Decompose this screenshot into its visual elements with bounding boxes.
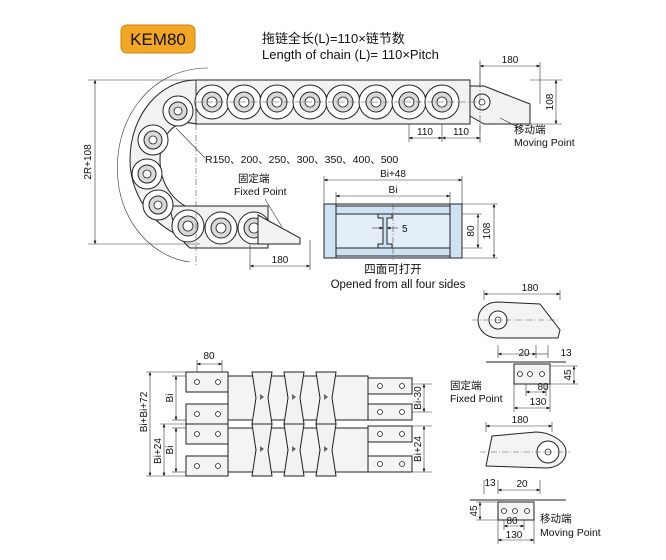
lower-link-row <box>171 209 271 245</box>
fixed-end-bracket <box>257 214 301 245</box>
moving-end-length-dim: 180 <box>479 55 541 104</box>
right-bottom-plate <box>367 455 413 473</box>
open-sides-en: Opened from all four sides <box>331 279 466 291</box>
top-span-label: 80 <box>203 351 215 362</box>
left-upper-plate <box>185 371 229 393</box>
radius-list: R150、200、250、300、350、400、500 <box>205 154 398 166</box>
moving-end-len-value: 180 <box>502 55 519 66</box>
moving-d80: 80 <box>506 516 518 527</box>
moving-bracket-detail: 180 13 20 45 80 130 移动端 Moving Point <box>469 415 601 544</box>
upper-bi-label: Bi <box>165 394 176 403</box>
inner-width-label: Bi <box>389 185 398 196</box>
bend-link-row <box>131 95 194 221</box>
web-width-label: 5 <box>402 224 408 235</box>
pitch-dimension: 110 110 <box>408 124 481 142</box>
fixed-bracket-detail: 180 20 13 45 80 130 固定端 Fixed Point <box>450 283 578 412</box>
fixed-end-length-dim: 180 <box>249 240 311 270</box>
chain-link <box>162 95 194 127</box>
moving-d45: 45 <box>469 505 480 517</box>
fixed-d130: 130 <box>530 397 547 408</box>
moving-bracket-length: 180 <box>512 415 529 426</box>
chain-length-en: Length of chain (L)= 110×Pitch <box>262 47 439 62</box>
moving-d20: 20 <box>516 479 528 490</box>
chain-link <box>142 189 174 221</box>
total-width-label: Bi+Bi+72 <box>139 391 150 432</box>
chain-link <box>171 209 205 243</box>
moving-d130: 130 <box>506 530 523 541</box>
direction-arrows <box>260 394 328 452</box>
chain-link <box>204 211 238 245</box>
left-lower-plate <box>185 423 229 445</box>
fixed-point-en: Fixed Point <box>234 186 287 198</box>
moving-bracket-label-en: Moving Point <box>540 527 601 539</box>
pitch-a-value: 110 <box>417 127 433 138</box>
right-upper-plate <box>367 377 413 395</box>
fixed-bracket-label-cn: 固定端 <box>450 379 482 392</box>
fixed-end-len-value: 180 <box>272 255 289 266</box>
moving-end-height-dim: 108 <box>530 79 562 125</box>
moving-point-cn: 移动端 <box>514 123 546 136</box>
moving-bracket-label-cn: 移动端 <box>540 512 572 525</box>
left-mid-plate <box>185 403 229 425</box>
height-2r-value: 2R+108 <box>83 144 94 180</box>
right-lower-label: Bi+24 <box>413 436 424 462</box>
right-lower-plate <box>367 425 413 443</box>
chain-length-cn: 拖链全长(L)=110×链节数 <box>262 31 405 46</box>
bottom-plan-view: 80 <box>139 351 432 477</box>
fixed-d80: 80 <box>537 382 549 393</box>
open-sides-cn: 四面可打开 <box>364 262 422 276</box>
chain-link <box>131 158 163 190</box>
fixed-point-cn: 固定端 <box>238 172 270 185</box>
right-side-wall <box>449 203 463 259</box>
model-badge-box <box>120 24 196 54</box>
fixed-d20: 20 <box>518 348 530 359</box>
moving-point-en: Moving Point <box>514 137 575 149</box>
moving-d13: 13 <box>484 478 496 489</box>
height-2r-dimension: 2R+108 <box>83 79 200 245</box>
right-upper-label: Bi-30 <box>413 386 424 410</box>
lower-width-label: Bi+24 <box>153 438 164 464</box>
separator-divider <box>377 213 393 249</box>
moving-end-h-value: 108 <box>545 93 556 110</box>
model-badge-label: KEM80 <box>130 30 186 49</box>
chain-side-view <box>117 60 531 265</box>
fixed-d13: 13 <box>560 348 572 359</box>
cross-section-view: Bi+48 Bi 5 80 108 <box>323 169 498 260</box>
left-side-wall <box>323 203 337 259</box>
fixed-bracket-length: 180 <box>522 283 539 294</box>
fixed-d45: 45 <box>563 369 574 381</box>
lower-bi-label: Bi <box>165 446 176 455</box>
left-bottom-plate <box>185 455 229 477</box>
pitch-b-value: 110 <box>453 127 469 138</box>
chain-link <box>137 124 169 156</box>
outer-width-label: Bi+48 <box>380 169 406 180</box>
fixed-bracket-label-en: Fixed Point <box>450 393 503 405</box>
right-mid-plate <box>367 403 413 421</box>
model-badge: KEM80 <box>120 24 196 54</box>
inner-height-label: 80 <box>466 225 477 237</box>
outer-height-label: 108 <box>482 222 493 239</box>
